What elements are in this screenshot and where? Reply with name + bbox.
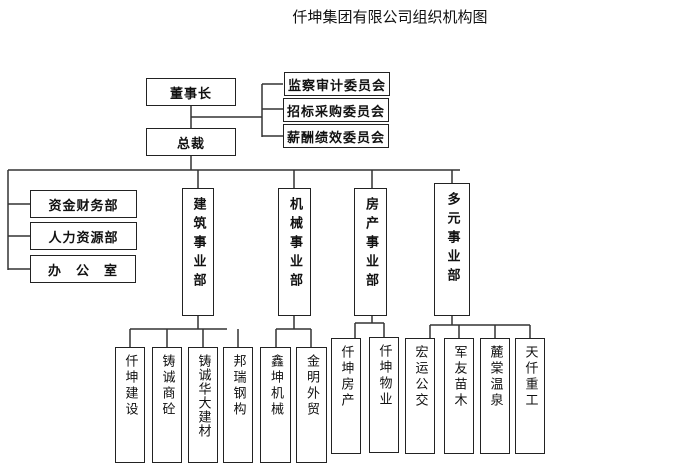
committee-compensation: 薪酬绩效委员会 bbox=[283, 124, 389, 148]
committee-procurement: 招标采购委员会 bbox=[283, 98, 389, 122]
subsidiary-box: 金明外贸 bbox=[296, 347, 327, 463]
subsidiary-box: 仟坤建设 bbox=[115, 347, 145, 463]
chairman-box: 董事长 bbox=[146, 78, 236, 106]
division-construction: 建筑事业部 bbox=[182, 188, 214, 316]
subsidiary-box: 铸诚商砼 bbox=[152, 347, 182, 463]
dept-hr: 人力资源部 bbox=[30, 222, 137, 250]
subsidiary-box: 仟坤物业 bbox=[369, 337, 399, 453]
president-box: 总裁 bbox=[146, 128, 236, 156]
subsidiary-box: 铸诚华大建材 bbox=[188, 347, 218, 463]
subsidiary-box: 邦瑞钢构 bbox=[223, 347, 253, 463]
dept-finance: 资金财务部 bbox=[30, 190, 137, 218]
division-real-estate: 房产事业部 bbox=[354, 188, 387, 316]
subsidiary-box: 仟坤房产 bbox=[331, 338, 361, 454]
dept-office: 办 公 室 bbox=[30, 255, 136, 283]
subsidiary-box: 麓棠温泉 bbox=[480, 338, 510, 454]
subsidiary-box: 军友苗木 bbox=[444, 338, 474, 454]
division-machinery: 机械事业部 bbox=[278, 188, 311, 316]
subsidiary-box: 天仟重工 bbox=[515, 338, 545, 454]
committee-audit: 监察审计委员会 bbox=[284, 72, 390, 96]
subsidiary-box: 鑫坤机械 bbox=[260, 347, 291, 463]
division-diversified: 多元事业部 bbox=[434, 183, 470, 316]
subsidiary-box: 宏运公交 bbox=[405, 338, 435, 454]
chart-title: 仟坤集团有限公司组织机构图 bbox=[292, 8, 488, 26]
